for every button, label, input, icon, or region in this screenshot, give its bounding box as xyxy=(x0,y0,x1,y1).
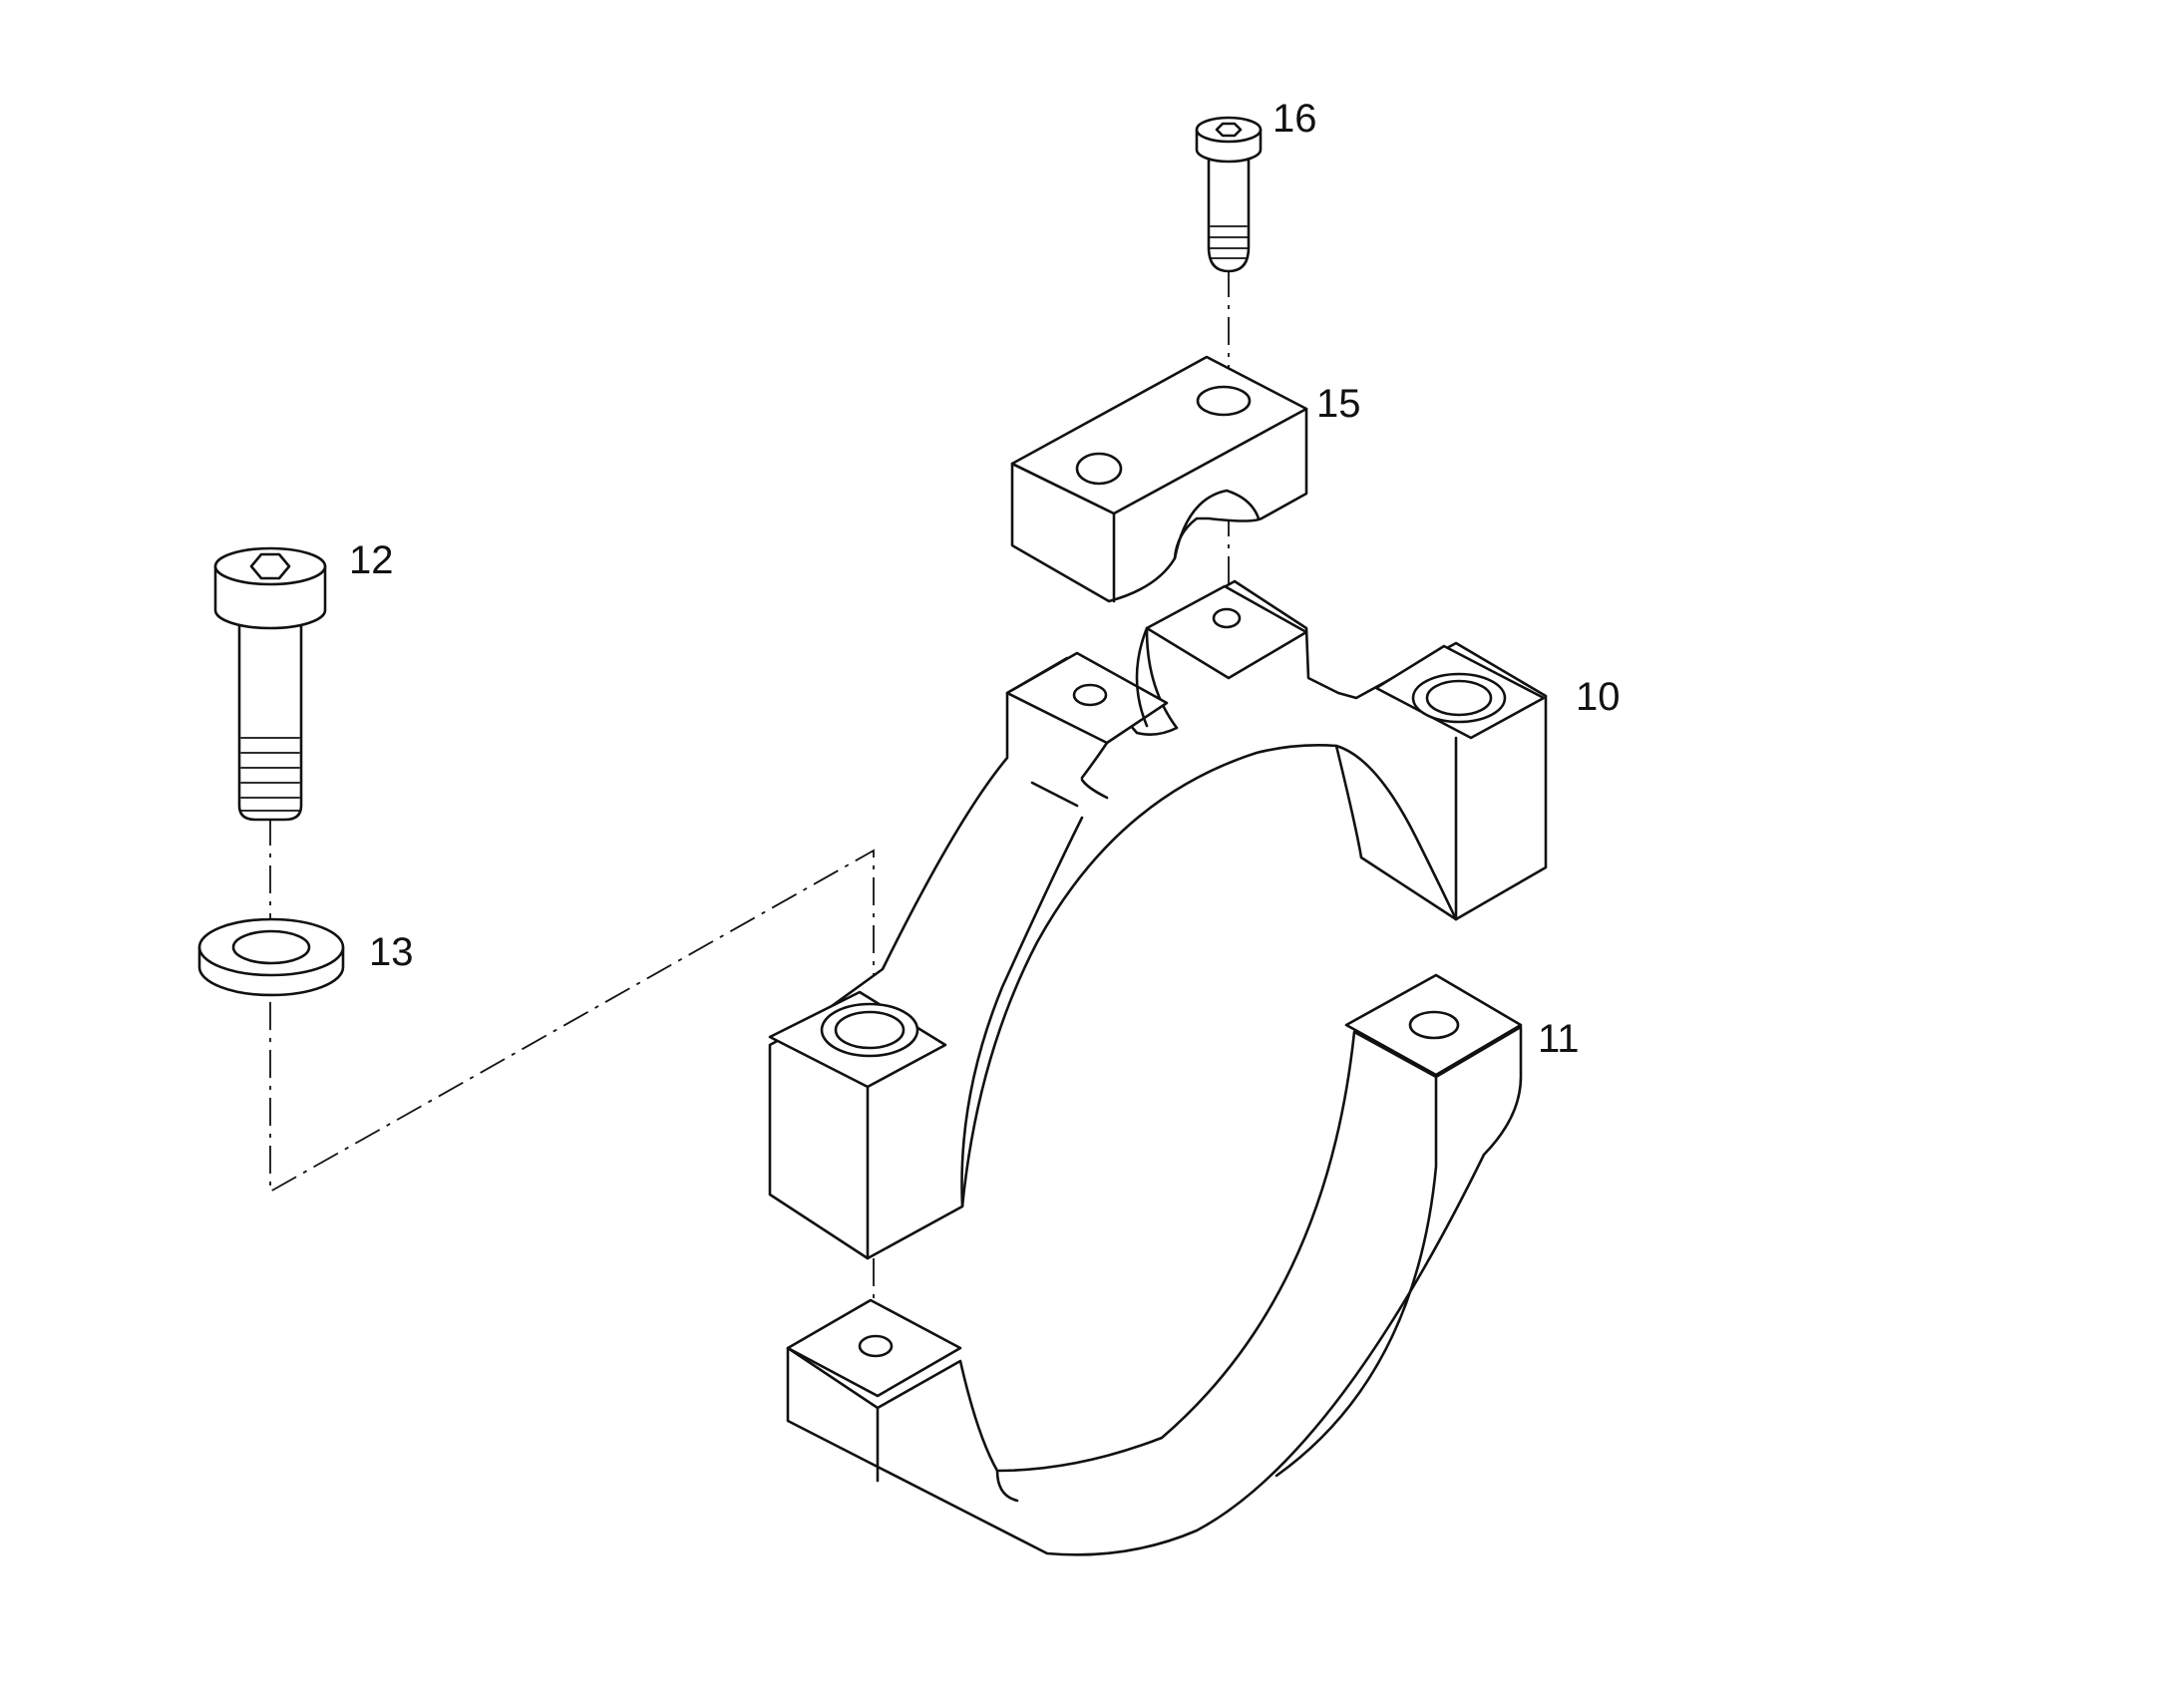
upper-clamp-half-part xyxy=(768,579,1548,1260)
callout-labels: 16 15 12 10 13 11 xyxy=(349,97,1621,1061)
washer-part xyxy=(197,917,345,997)
clamp-cap-block-part xyxy=(1010,355,1308,603)
socket-head-cap-screw-part xyxy=(213,546,327,822)
lower-clamp-half-part xyxy=(786,973,1523,1556)
callout-12: 12 xyxy=(349,538,394,582)
callout-15: 15 xyxy=(1316,382,1361,426)
callout-11: 11 xyxy=(1538,1017,1580,1061)
callout-10: 10 xyxy=(1576,675,1621,719)
callout-16: 16 xyxy=(1272,97,1317,141)
callout-13: 13 xyxy=(369,930,414,974)
small-cap-screw-part xyxy=(1195,116,1263,273)
